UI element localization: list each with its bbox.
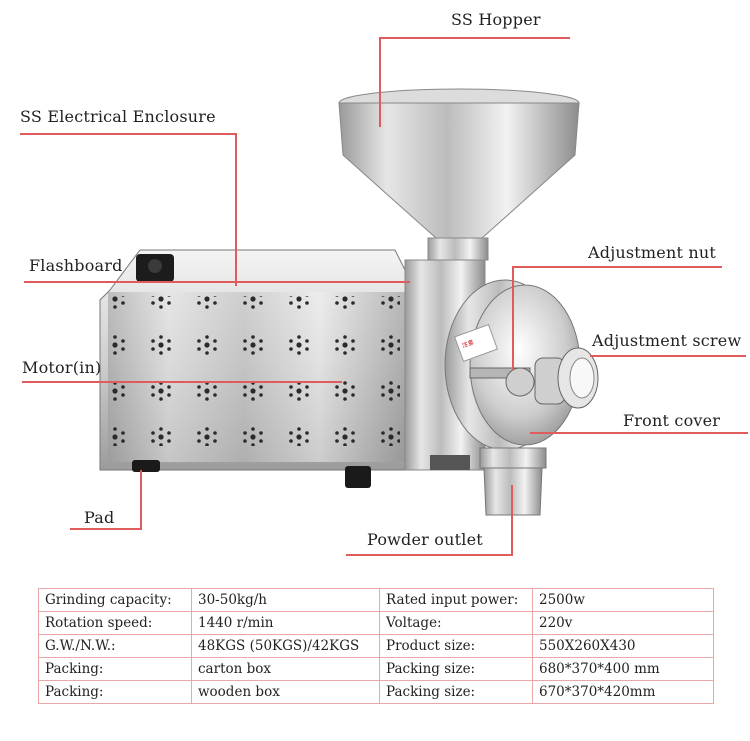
leader-adjustment-screw <box>590 355 746 357</box>
grinding-head: 注意 <box>444 279 599 451</box>
spec-value: wooden box <box>191 680 380 704</box>
leader-front-cover <box>530 432 748 434</box>
spec-value: 48KGS (50KGS)/42KGS <box>191 634 380 658</box>
spec-label: Packing: <box>38 657 192 681</box>
spec-value: 670*370*420mm <box>532 680 714 704</box>
spec-value: 1440 r/min <box>191 611 380 635</box>
spec-label: G.W./N.W.: <box>38 634 192 658</box>
leader-enclosure-v <box>235 133 237 286</box>
pad-front-right <box>345 466 371 488</box>
hopper <box>338 88 580 261</box>
leader-pad-v <box>140 470 142 530</box>
leader-adjustment-nut-h <box>512 266 722 268</box>
table-row: G.W./N.W.: 48KGS (50KGS)/42KGS Product s… <box>38 634 714 658</box>
label-adjustment-nut: Adjustment nut <box>588 243 717 262</box>
label-ss-electrical-enclosure: SS Electrical Enclosure <box>20 107 216 126</box>
table-row: Grinding capacity: 30-50kg/h Rated input… <box>38 588 714 612</box>
leader-adjustment-nut-v <box>512 266 514 370</box>
spec-label: Grinding capacity: <box>38 588 192 612</box>
spec-value: 680*370*400 mm <box>532 657 714 681</box>
leader-motor <box>22 381 342 383</box>
label-motor: Motor(in) <box>22 358 102 377</box>
powder-outlet-spout <box>479 447 547 516</box>
spec-label: Voltage: <box>379 611 533 635</box>
label-powder-outlet: Powder outlet <box>367 530 483 549</box>
spec-label: Packing size: <box>379 680 533 704</box>
leader-ss-hopper-h <box>379 37 570 39</box>
spec-value: 550X260X430 <box>532 634 714 658</box>
label-front-cover: Front cover <box>623 411 721 430</box>
spec-label: Rated input power: <box>379 588 533 612</box>
label-ss-hopper: SS Hopper <box>451 10 541 29</box>
spec-value: 220v <box>532 611 714 635</box>
spec-label: Packing size: <box>379 657 533 681</box>
spec-label: Rotation speed: <box>38 611 192 635</box>
table-row: Packing: wooden box Packing size: 670*37… <box>38 680 714 704</box>
leader-ss-hopper-v <box>379 37 381 127</box>
table-row: Rotation speed: 1440 r/min Voltage: 220v <box>38 611 714 635</box>
spec-value: carton box <box>191 657 380 681</box>
leader-powder-outlet-h <box>346 554 513 556</box>
grinder-machine-illustration: 注意 <box>99 88 599 516</box>
table-row: Packing: carton box Packing size: 680*37… <box>38 657 714 681</box>
specifications-table: Grinding capacity: 30-50kg/h Rated input… <box>38 588 714 704</box>
label-adjustment-screw: Adjustment screw <box>592 331 742 350</box>
label-flashboard: Flashboard <box>29 256 123 275</box>
spec-label: Product size: <box>379 634 533 658</box>
enclosure <box>99 249 411 488</box>
spec-value: 30-50kg/h <box>191 588 380 612</box>
spec-value: 2500w <box>532 588 714 612</box>
spec-label: Packing: <box>38 680 192 704</box>
warning-sticker-text: 注意 <box>461 338 475 350</box>
pad-front-left <box>132 460 160 472</box>
leader-flashboard <box>24 281 410 283</box>
leader-enclosure-h <box>20 133 237 135</box>
leader-pad-h <box>70 528 142 530</box>
leader-powder-outlet-v <box>511 485 513 556</box>
label-pad: Pad <box>84 508 115 527</box>
